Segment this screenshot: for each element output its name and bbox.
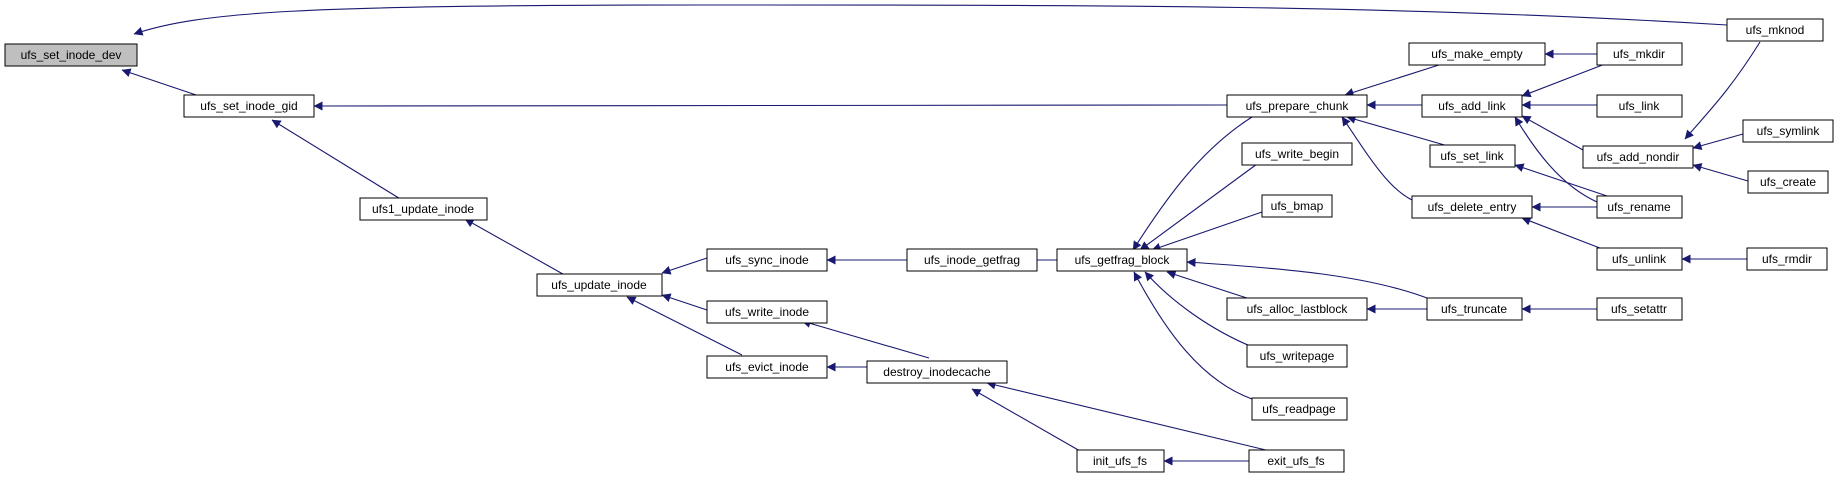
node-label: ufs_write_begin <box>1255 147 1339 161</box>
node-label: ufs_setattr <box>1611 302 1667 316</box>
edge-ufs_mkdir-to-ufs_add_link <box>1521 63 1606 98</box>
edge-ufs_readpage-to-ufs_getfrag_block <box>1133 271 1253 400</box>
node-ufs_delete_entry[interactable]: ufs_delete_entry <box>1411 195 1533 219</box>
node-label: ufs_readpage <box>1262 402 1336 416</box>
node-ufs_add_nondir[interactable]: ufs_add_nondir <box>1582 145 1694 169</box>
edge-ufs_alloc_lastblock-to-ufs_getfrag_block <box>1166 270 1254 301</box>
node-ufs_rename[interactable]: ufs_rename <box>1596 195 1683 219</box>
node-label: ufs_prepare_chunk <box>1246 99 1350 113</box>
node-ufs_link[interactable]: ufs_link <box>1596 94 1683 118</box>
node-label: ufs_link <box>1619 99 1661 113</box>
node-ufs_add_link[interactable]: ufs_add_link <box>1421 94 1523 118</box>
edge-layer <box>121 4 1761 466</box>
node-label: ufs_add_nondir <box>1597 150 1680 164</box>
node-ufs_rmdir[interactable]: ufs_rmdir <box>1746 247 1828 271</box>
edge-ufs_add_nondir-to-ufs_add_link <box>1521 115 1584 151</box>
node-label: ufs_bmap <box>1271 199 1324 213</box>
node-label: ufs_set_inode_dev <box>21 48 122 62</box>
node-label: ufs1_update_inode <box>372 202 474 216</box>
node-label: ufs_write_inode <box>725 305 809 319</box>
node-ufs_symlink[interactable]: ufs_symlink <box>1742 119 1834 143</box>
edge-ufs_set_link-to-ufs_prepare_chunk <box>1346 115 1449 147</box>
node-label: ufs_rmdir <box>1762 252 1812 266</box>
edge-ufs_make_empty-to-ufs_prepare_chunk <box>1344 63 1443 97</box>
node-label: ufs_alloc_lastblock <box>1247 302 1349 316</box>
edge-init_ufs_fs-to-destroy_inodecache <box>971 388 1081 452</box>
edge-ufs_rename-to-ufs_set_link <box>1514 163 1611 198</box>
node-label: ufs_set_inode_gid <box>200 99 297 113</box>
node-label: ufs_truncate <box>1441 302 1507 316</box>
edge-ufs_sync_inode-to-ufs_update_inode <box>661 257 708 275</box>
node-ufs_mknod[interactable]: ufs_mknod <box>1726 18 1824 42</box>
edge-ufs_update_inode-to-ufs1_update_inode <box>464 218 571 279</box>
edge-ufs_write_begin-to-ufs_getfrag_block <box>1139 163 1258 251</box>
node-ufs_bmap[interactable]: ufs_bmap <box>1261 194 1333 218</box>
edge-ufs_symlink-to-ufs_add_nondir <box>1692 133 1744 151</box>
edge-ufs_prepare_chunk-to-ufs_getfrag_block <box>1132 116 1253 251</box>
node-ufs_unlink[interactable]: ufs_unlink <box>1596 247 1683 271</box>
edge-ufs_bmap-to-ufs_getfrag_block <box>1151 211 1263 252</box>
edge-ufs_mknod-to-ufs_set_inode_dev <box>133 4 1728 36</box>
node-ufs_alloc_lastblock[interactable]: ufs_alloc_lastblock <box>1226 297 1368 321</box>
node-ufs_set_inode_dev[interactable]: ufs_set_inode_dev <box>4 43 138 67</box>
node-label: ufs_inode_getfrag <box>924 253 1020 267</box>
node-label: ufs_set_link <box>1440 149 1504 163</box>
node-init_ufs_fs[interactable]: init_ufs_fs <box>1076 449 1165 473</box>
edge-ufs_mknod-to-ufs_add_nondir <box>1684 41 1761 140</box>
node-label: ufs_evict_inode <box>725 360 809 374</box>
node-ufs_make_empty[interactable]: ufs_make_empty <box>1408 42 1546 66</box>
edge-destroy_inodecache-to-ufs_write_inode <box>801 319 930 359</box>
node-label: ufs_mknod <box>1746 23 1805 37</box>
node-label: ufs_add_link <box>1438 99 1506 113</box>
node-label: ufs_mkdir <box>1613 47 1665 61</box>
edge-ufs_prepare_chunk-to-ufs_set_inode_gid <box>313 101 1228 111</box>
edge-ufs1_update_inode-to-ufs_set_inode_gid <box>271 119 403 201</box>
node-label: ufs_symlink <box>1757 124 1821 138</box>
edge-ufs_create-to-ufs_add_nondir <box>1692 163 1749 182</box>
node-ufs_readpage[interactable]: ufs_readpage <box>1251 397 1348 421</box>
node-label: ufs_delete_entry <box>1428 200 1517 214</box>
edge-ufs_write_inode-to-ufs_update_inode <box>661 293 708 311</box>
edge-ufs_rename-to-ufs_add_link <box>1514 116 1598 203</box>
node-ufs_write_inode[interactable]: ufs_write_inode <box>706 300 828 324</box>
edge-ufs_set_inode_gid-to-ufs_set_inode_dev <box>121 68 209 100</box>
node-label: ufs_make_empty <box>1431 47 1522 61</box>
node-ufs_sync_inode[interactable]: ufs_sync_inode <box>706 248 828 272</box>
node-ufs_truncate[interactable]: ufs_truncate <box>1426 297 1523 321</box>
edge-exit_ufs_fs-to-destroy_inodecache <box>986 380 1271 452</box>
node-exit_ufs_fs[interactable]: exit_ufs_fs <box>1248 449 1345 473</box>
node-ufs_evict_inode[interactable]: ufs_evict_inode <box>706 355 828 379</box>
node-label: ufs_writepage <box>1260 349 1335 363</box>
node-destroy_inodecache[interactable]: destroy_inodecache <box>866 360 1008 384</box>
node-ufs_getfrag_block[interactable]: ufs_getfrag_block <box>1056 248 1188 272</box>
node-ufs_writepage[interactable]: ufs_writepage <box>1246 344 1348 368</box>
node-layer: ufs_set_inode_dev ufs_mknod ufs_set_inod… <box>4 18 1834 473</box>
node-label: exit_ufs_fs <box>1267 454 1324 468</box>
edge-ufs_truncate-to-ufs_getfrag_block <box>1186 258 1433 301</box>
node-label: ufs_getfrag_block <box>1075 253 1171 267</box>
edge-ufs_unlink-to-ufs_delete_entry <box>1521 216 1606 251</box>
node-label: ufs_unlink <box>1612 252 1667 266</box>
node-ufs1_update_inode[interactable]: ufs1_update_inode <box>359 197 488 221</box>
node-ufs_setattr[interactable]: ufs_setattr <box>1596 297 1683 321</box>
node-label: ufs_sync_inode <box>725 253 809 267</box>
node-ufs_write_begin[interactable]: ufs_write_begin <box>1241 142 1353 166</box>
node-ufs_update_inode[interactable]: ufs_update_inode <box>536 273 663 297</box>
node-ufs_create[interactable]: ufs_create <box>1747 170 1829 194</box>
edge-ufs_writepage-to-ufs_getfrag_block <box>1144 271 1256 349</box>
node-label: ufs_update_inode <box>551 278 647 292</box>
node-ufs_inode_getfrag[interactable]: ufs_inode_getfrag <box>906 248 1038 272</box>
edge-ufs_delete_entry-to-ufs_prepare_chunk <box>1341 116 1421 204</box>
node-ufs_mkdir[interactable]: ufs_mkdir <box>1596 42 1683 66</box>
node-ufs_prepare_chunk[interactable]: ufs_prepare_chunk <box>1226 94 1368 118</box>
node-label: ufs_rename <box>1607 200 1671 214</box>
node-label: ufs_create <box>1760 175 1816 189</box>
node-ufs_set_link[interactable]: ufs_set_link <box>1429 144 1516 168</box>
node-label: init_ufs_fs <box>1093 454 1147 468</box>
node-ufs_set_inode_gid[interactable]: ufs_set_inode_gid <box>183 94 315 118</box>
edge-ufs_evict_inode-to-ufs_update_inode <box>626 296 743 356</box>
node-label: destroy_inodecache <box>883 365 991 379</box>
